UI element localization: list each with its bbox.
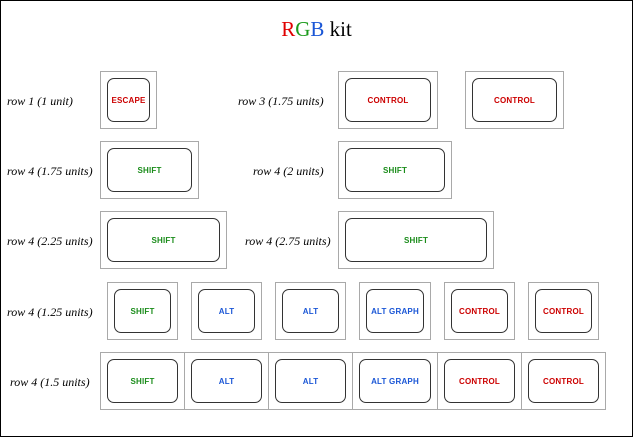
keycap: CONTROL [345,78,431,122]
key-legend: ALT [218,306,235,316]
key-legend: SHIFT [403,235,429,245]
row-label: row 4 (1.75 units) [7,164,93,178]
keycap-cell-control: CONTROL [437,352,522,410]
key-legend: ALT GRAPH [371,306,419,316]
row-label: row 1 (1 unit) [7,94,73,108]
keycap: CONTROL [535,289,592,333]
keycap-cell-alt: ALT [184,352,269,410]
key-legend: CONTROL [543,376,584,386]
keycap-cell-alt-graph: ALT GRAPH [359,282,431,340]
keycap-cell-alt: ALT [275,282,346,340]
keycap-cell-shift: SHIFT [107,282,178,340]
key-legend: ALT GRAPH [371,376,419,386]
keycap: CONTROL [444,359,515,403]
key-legend: CONTROL [459,376,500,386]
keycap: ESCAPE [107,78,150,122]
keycap-cell-control: CONTROL [465,71,564,129]
keycap: SHIFT [114,289,171,333]
keycap-cell-shift: SHIFT [338,211,494,269]
title-letter-g: G [295,17,311,41]
keycap: CONTROL [472,78,557,122]
row-label: row 4 (2.75 units) [245,234,331,248]
key-legend: SHIFT [151,235,176,245]
keycap-cell-shift: SHIFT [100,141,199,199]
key-legend: ALT [218,376,235,386]
row-label: row 4 (2.25 units) [7,234,93,248]
keycap-cell-alt: ALT [191,282,262,340]
keycap-cell-shift: SHIFT [100,211,227,269]
key-legend: ALT [302,376,319,386]
key-legend: CONTROL [494,95,535,105]
key-legend: CONTROL [459,306,500,316]
keycap-cell-escape: ESCAPE [100,71,157,129]
keycap: ALT [282,289,339,333]
keycap-cell-alt: ALT [268,352,353,410]
title-letter-b: B [310,17,325,41]
keycap: ALT [275,359,346,403]
row-label: row 4 (1.25 units) [7,305,93,319]
key-legend: ALT [302,306,319,316]
keycap: ALT GRAPH [359,359,431,403]
keycap: SHIFT [345,218,487,262]
key-legend: SHIFT [382,165,408,175]
keycap: ALT [198,289,255,333]
key-legend: ESCAPE [111,95,146,105]
keycap-cell-control: CONTROL [521,352,606,410]
keycap: SHIFT [107,148,192,192]
keycap-cell-control: CONTROL [338,71,438,129]
row-label: row 3 (1.75 units) [238,94,324,108]
keycap: SHIFT [107,359,178,403]
key-legend: SHIFT [137,165,162,175]
keycap-cell-control: CONTROL [528,282,599,340]
keycap: SHIFT [107,218,220,262]
keycap-cell-shift: SHIFT [338,141,452,199]
key-legend: SHIFT [130,376,155,386]
keycap: CONTROL [451,289,508,333]
key-legend: CONTROL [367,95,409,105]
keycap-cell-shift: SHIFT [100,352,185,410]
keycap-cell-control: CONTROL [444,282,515,340]
title-letter-r: R [281,17,296,41]
key-legend: SHIFT [130,306,155,316]
keycap: ALT GRAPH [366,289,424,333]
key-legend: CONTROL [543,306,584,316]
keycap: SHIFT [345,148,445,192]
row-label: row 4 (1.5 units) [10,375,90,389]
row-label: row 4 (2 units) [253,164,324,178]
diagram-title: RGB kit [1,17,632,42]
keycap: CONTROL [528,359,599,403]
title-suffix: kit [324,17,352,41]
keycap: ALT [191,359,262,403]
keycap-cell-alt-graph: ALT GRAPH [352,352,438,410]
